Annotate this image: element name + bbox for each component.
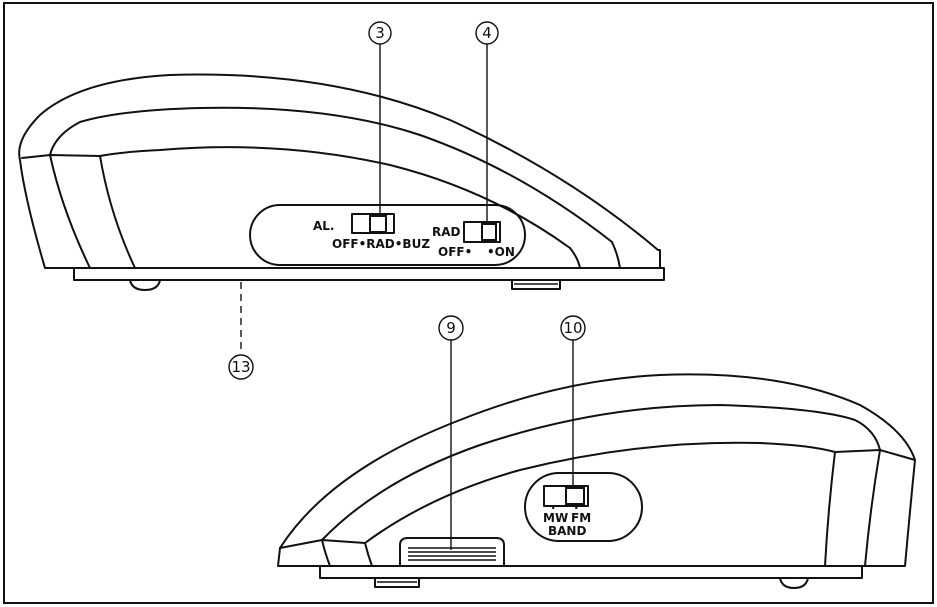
device-bottom-view: · · MW FM BAND 9 10 xyxy=(277,315,916,589)
device-bottom-back-step-1 xyxy=(321,539,331,567)
radio-switch-pos-off: OFF• xyxy=(438,245,472,259)
device-bottom-edge-line xyxy=(279,539,366,549)
callout-4-circle xyxy=(475,21,499,45)
device-bottom-foot-right xyxy=(779,577,809,589)
callout-3-number: 3 xyxy=(375,24,385,42)
device-top-foot-right xyxy=(511,279,561,290)
band-switch-slot xyxy=(543,485,589,507)
device-bottom-inner-contour-2 xyxy=(364,441,836,544)
battery-door-grip xyxy=(408,547,496,561)
device-top-bevel-2 xyxy=(99,155,136,269)
band-switch-mark-fm: · xyxy=(574,501,579,515)
device-top-body xyxy=(18,73,661,269)
device-top-inner-contour-2 xyxy=(99,146,571,249)
battery-door[interactable] xyxy=(399,537,505,567)
band-switch-pos-fm: FM xyxy=(571,511,591,525)
radio-switch-knob[interactable] xyxy=(481,223,497,241)
band-switch-pos-mw: MW xyxy=(543,511,568,525)
radio-switch-slot xyxy=(463,221,501,243)
callout-10-number: 10 xyxy=(563,319,582,337)
device-top-foot-left xyxy=(129,279,161,291)
band-switch-label: BAND xyxy=(548,524,586,538)
alarm-switch-knob[interactable] xyxy=(369,215,387,233)
device-top-front-step-2 xyxy=(569,247,581,269)
device-top-bevel-1 xyxy=(49,154,91,269)
callout-9-number: 9 xyxy=(446,319,456,337)
band-switch-knob[interactable] xyxy=(565,487,585,505)
callout-10-circle xyxy=(560,315,586,341)
radio-switch-label: RAD xyxy=(432,225,461,239)
callout-13-circle xyxy=(228,354,254,380)
callout-3-circle xyxy=(368,21,392,45)
control-panel-bottom xyxy=(524,472,643,542)
device-top-inner-contour-1 xyxy=(49,106,613,243)
figure-frame xyxy=(3,2,934,604)
device-bottom-inner-contour-1 xyxy=(321,404,881,541)
band-switch-mark-mw: · xyxy=(551,501,556,515)
device-bottom-foot-left xyxy=(374,577,420,588)
control-panel-top xyxy=(249,204,526,266)
alarm-switch-positions: OFF•RAD•BUZ xyxy=(332,237,430,251)
callout-9-circle xyxy=(438,315,464,341)
device-top-edge-line xyxy=(21,154,101,159)
device-top-front-step xyxy=(611,241,621,269)
alarm-switch-label: AL. xyxy=(313,219,335,233)
device-bottom-front-bevel-2 xyxy=(824,451,836,567)
device-bottom-base-plate xyxy=(319,565,863,579)
device-bottom-back-step-2 xyxy=(364,542,373,567)
device-bottom-front-bevel-1 xyxy=(864,449,881,567)
device-bottom-front-edge xyxy=(834,449,916,461)
radio-switch-pos-on: •ON xyxy=(487,245,515,259)
callout-13-number: 13 xyxy=(231,358,250,376)
callout-4-number: 4 xyxy=(482,24,492,42)
device-top-view: AL. OFF•RAD•BUZ RAD OFF• •ON 3 4 13 xyxy=(18,21,665,380)
device-top-base-plate xyxy=(73,267,665,281)
